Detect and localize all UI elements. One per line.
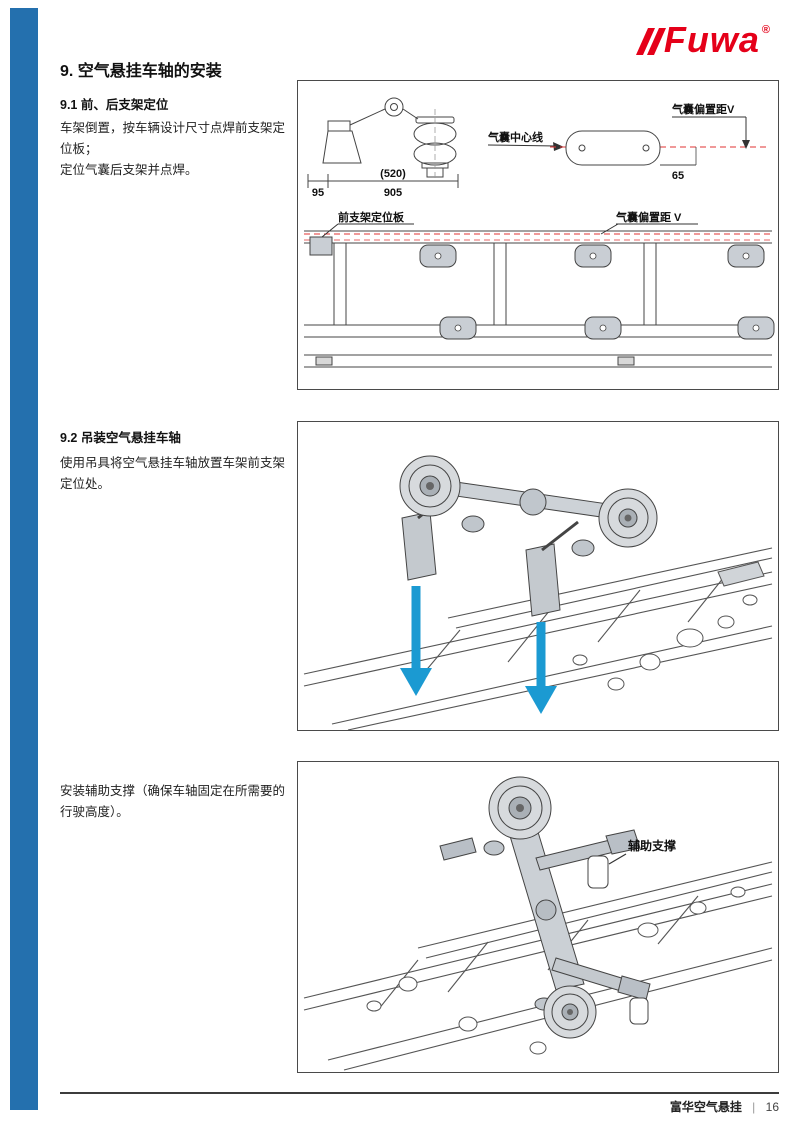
figure-bracket-positioning: 95 (520) 905 气囊中心线 气囊偏置距V 65 xyxy=(297,80,779,390)
frame-lightening-holes xyxy=(572,594,758,691)
plate-hole xyxy=(642,144,650,152)
logo-text: Fuwa xyxy=(663,19,760,60)
dim-95-label: 95 xyxy=(312,187,324,199)
axle-assembly xyxy=(439,776,651,1039)
figure2-drawing xyxy=(303,455,773,730)
down-arrow-icon xyxy=(400,668,432,696)
section-3-line: 安装辅助支撑（确保车轴固定在所需要的 xyxy=(60,784,286,798)
hub-center xyxy=(516,804,524,812)
hub-center xyxy=(624,514,632,522)
drum-ring xyxy=(551,993,589,1031)
lowering-arrows xyxy=(400,586,557,714)
hub-center xyxy=(426,482,434,490)
dimension-lines xyxy=(307,174,459,188)
section-2-heading: 9.2 吊装空气悬挂车轴 xyxy=(60,431,181,445)
down-arrow-icon xyxy=(525,686,557,714)
section-1-heading: 9.1 前、后支架定位 xyxy=(60,98,169,112)
footer-separator: | xyxy=(752,1100,756,1114)
figure-aux-support: 辅助支撑 xyxy=(297,761,779,1073)
axle-center xyxy=(519,488,547,516)
figure1-drawing: 95 (520) 905 气囊中心线 气囊偏置距V 65 xyxy=(304,97,775,368)
front-plate-label: 前支架定位板 xyxy=(338,210,405,224)
frame-topview xyxy=(304,230,772,368)
airbag-offset-top-label: 气囊偏置距V xyxy=(671,102,735,116)
dim-905-label: 905 xyxy=(384,187,402,199)
left-accent-bar xyxy=(10,8,38,1110)
hub-center xyxy=(567,1009,573,1015)
brake-chamber xyxy=(483,840,505,856)
section-3-line: 行驶高度）。 xyxy=(60,805,129,819)
offset-bottom-leader xyxy=(600,223,619,235)
drum-ring xyxy=(408,464,452,508)
footer: 富华空气悬挂 | 16 xyxy=(670,1098,779,1115)
fuwa-logo: Fuwa ® xyxy=(635,19,770,60)
aux-support-bracket xyxy=(587,855,609,889)
section-1-line: 定位气囊后支架并点焊。 xyxy=(60,163,198,177)
drum-ring xyxy=(497,785,543,831)
plate-hole xyxy=(578,144,586,152)
front-bracket-sideview xyxy=(322,97,457,178)
footer-divider xyxy=(60,1092,779,1094)
arrow-head-icon xyxy=(742,140,750,149)
page-title: 9. 空气悬挂车轴的安装 xyxy=(60,63,222,80)
section-2-line: 定位处。 xyxy=(60,477,111,491)
aux-support-label: 辅助支撑 xyxy=(628,838,676,853)
airbag-centerline-label: 气囊中心线 xyxy=(487,130,543,144)
axle-assembly xyxy=(399,455,658,617)
trailing-arm xyxy=(541,520,579,552)
aux-support-leader xyxy=(608,853,627,865)
frame-lightening-holes xyxy=(366,886,746,1055)
figure-axle-lifting xyxy=(297,421,779,731)
figure3-drawing: 辅助支撑 xyxy=(303,776,773,1071)
footer-brand: 富华空气悬挂 xyxy=(669,1100,742,1114)
hanger-bracket xyxy=(439,837,477,861)
brake-chamber xyxy=(461,515,485,533)
footer-page-number: 16 xyxy=(765,1100,779,1114)
section-1-line: 车架倒置，按车辆设计尺寸点焊前支架定 xyxy=(60,121,286,135)
section-2-line: 使用吊具将空气悬挂车轴放置车架前支架 xyxy=(60,456,286,470)
airbag-offset-bottom-label: 气囊偏置距 V xyxy=(615,210,682,224)
aux-support-bracket xyxy=(629,997,649,1025)
hanger-bracket xyxy=(605,829,641,855)
dim-65-label: 65 xyxy=(672,170,684,182)
section-1-line: 位板； xyxy=(60,142,98,156)
hanger-bracket xyxy=(525,543,561,617)
front-plate-leader xyxy=(321,223,339,238)
drum-ring xyxy=(607,497,649,539)
arrow-head-icon xyxy=(553,142,564,151)
dim-520-label: (520) xyxy=(380,168,406,180)
plate-holes xyxy=(434,252,760,332)
centerline-leader xyxy=(487,144,557,147)
registered-mark: ® xyxy=(761,24,770,36)
brake-chamber xyxy=(571,539,595,557)
hanger-bracket xyxy=(401,511,437,581)
axle-center xyxy=(535,899,557,921)
mounting-plates xyxy=(309,236,775,340)
airbag-plate-topview xyxy=(565,130,661,166)
frame-bracket xyxy=(717,561,765,587)
